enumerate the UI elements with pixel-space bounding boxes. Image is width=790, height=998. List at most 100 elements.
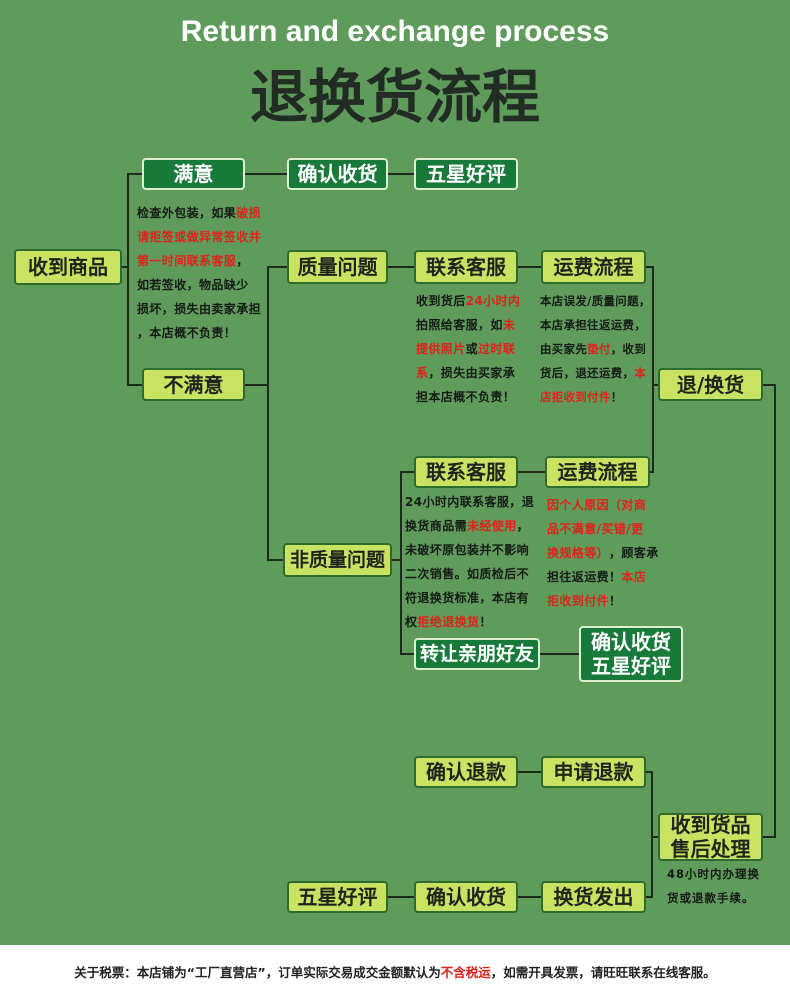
exchange-shipped-node: 换货发出 bbox=[541, 881, 646, 913]
note-line: 换货商品需未经使用， bbox=[405, 514, 534, 538]
note-line: 24小时内联系客服，退 bbox=[405, 490, 534, 514]
shipping-process-node: 运费流程 bbox=[541, 250, 646, 284]
note-line: 48小时内办理换 bbox=[667, 867, 761, 881]
received-goods-node: 收到商品 bbox=[14, 249, 122, 285]
note-text: ！ bbox=[609, 594, 622, 608]
note-text: 提供照片 bbox=[416, 342, 466, 356]
note-line: 担往返运费！本店 bbox=[547, 565, 659, 589]
node-label-line: 售后处理 bbox=[670, 837, 751, 861]
node-label-line: 收到货品 bbox=[670, 813, 751, 837]
note-line: 换规格等），顾客承 bbox=[547, 541, 659, 565]
five-star-review-node: 五星好评 bbox=[414, 158, 518, 190]
note-line: 由买家先垫付，收到 bbox=[540, 337, 651, 361]
quality-shipping-note: 本店误发/质量问题， 本店承担往返运费， 由买家先垫付，收到 货后，退还运费，本… bbox=[540, 289, 651, 409]
note-line: 损坏，损失由卖家承担 bbox=[137, 297, 261, 321]
note-text: 换规格等） bbox=[547, 546, 610, 560]
satisfied-node: 满意 bbox=[142, 158, 245, 190]
return-exchange-node: 退/换货 bbox=[658, 368, 763, 401]
note-text: 垫付 bbox=[587, 342, 611, 356]
note-text: 拒绝退换货 bbox=[417, 615, 480, 629]
note-text: 拍照给客服，如 bbox=[416, 318, 503, 332]
note-line: 如若签收，物品缺少 bbox=[137, 273, 261, 297]
note-line: 未破坏原包装并不影响 bbox=[405, 538, 534, 562]
footer-text: 不含税运 bbox=[440, 965, 491, 980]
note-text: 货后，退还运费， bbox=[540, 366, 635, 380]
note-text: 拒收到付件 bbox=[547, 594, 610, 608]
note-line: 因个人原因（对商 bbox=[547, 493, 659, 517]
page-title-english: Return and exchange process bbox=[180, 15, 610, 48]
note-line: 货或退款手续。 bbox=[667, 891, 755, 905]
note-line: 系，损失由买家承 bbox=[416, 361, 520, 385]
note-text: 二次销售。如质检后不 bbox=[405, 567, 530, 581]
note-text: ！ bbox=[610, 390, 623, 404]
after-sales-node: 收到货品 售后处理 bbox=[658, 813, 763, 861]
note-line: 品不满意/买错/更 bbox=[547, 517, 659, 541]
note-line: 担本店概不负责！ bbox=[416, 385, 520, 409]
satisfied-note: 检查外包装，如果破损 请拒签或做异常签收并 第一时间联系客服， 如若签收，物品缺… bbox=[137, 201, 261, 345]
note-text: 破损 bbox=[236, 206, 262, 220]
note-text: 未破坏原包装并不影响 bbox=[405, 543, 530, 557]
note-text: 店拒收到付件 bbox=[540, 390, 611, 404]
note-line: 本店承担往返运费， bbox=[540, 313, 651, 337]
note-line: 货后，退还运费，本 bbox=[540, 361, 651, 385]
confirm-receipt-node: 确认收货 bbox=[287, 158, 388, 190]
transfer-friends-node: 转让亲朋好友 bbox=[414, 638, 540, 670]
note-line: 第一时间联系客服， bbox=[137, 249, 261, 273]
node-label-line: 五星好评 bbox=[591, 654, 671, 678]
note-text: 本店承担往返运费， bbox=[540, 318, 647, 332]
note-text: ！ bbox=[479, 615, 492, 629]
non-quality-shipping-note: 因个人原因（对商 品不满意/买错/更 换规格等），顾客承 担往返运费！本店 拒收… bbox=[547, 493, 659, 613]
tax-invoice-footer: 关于税票：本店铺为“工厂直营店”，订单实际交易成交金额默认为不含税运，如需开具发… bbox=[0, 945, 790, 998]
non-quality-issue-node: 非质量问题 bbox=[283, 543, 392, 577]
footer-text: ，如需开具发票，请旺旺联系在线客服。 bbox=[490, 965, 716, 980]
apply-refund-node: 申请退款 bbox=[541, 756, 646, 788]
note-line: 店拒收到付件！ bbox=[540, 385, 651, 409]
note-text: 过时联 bbox=[478, 342, 516, 356]
note-text: 未经使用 bbox=[467, 519, 517, 533]
note-text: ，本店概不负责！ bbox=[137, 326, 237, 340]
note-line: 拍照给客服，如未 bbox=[416, 313, 520, 337]
unsatisfied-node: 不满意 bbox=[142, 368, 245, 401]
note-text: 如若签收，物品缺少 bbox=[137, 278, 249, 292]
note-text: 未 bbox=[502, 318, 516, 332]
confirm-receipt-five-star-node: 确认收货 五星好评 bbox=[579, 626, 683, 682]
note-text: 本店误发/质量问题， bbox=[540, 294, 651, 308]
five-star-review-node: 五星好评 bbox=[287, 881, 388, 913]
note-text: 符退换货标准，本店有 bbox=[405, 591, 530, 605]
note-line: ，本店概不负责！ bbox=[137, 321, 261, 345]
footer-text: 关于税票：本店铺为“工厂直营店”，订单实际交易成交金额默认为 bbox=[74, 965, 441, 980]
note-text: 权 bbox=[405, 615, 418, 629]
note-text: 第一时间联系客服 bbox=[137, 254, 237, 268]
note-text: 检查外包装，如果 bbox=[137, 206, 237, 220]
note-text: ，顾客承 bbox=[609, 546, 659, 560]
non-quality-contact-note: 24小时内联系客服，退 换货商品需未经使用， 未破坏原包装并不影响 二次销售。如… bbox=[405, 490, 534, 634]
note-text: ，损失由买家承 bbox=[428, 366, 516, 380]
page-title-chinese: 退换货流程 bbox=[249, 63, 540, 131]
note-line: 提供照片或过时联 bbox=[416, 337, 520, 361]
after-sales-note: 48小时内办理换 货或退款手续。 bbox=[667, 862, 760, 910]
note-text: 担本店概不负责！ bbox=[416, 390, 516, 404]
note-text: 请拒签或做异常签收并 bbox=[137, 230, 262, 244]
note-text: 由买家先 bbox=[540, 342, 588, 356]
note-text: 24小时内联系客服，退 bbox=[405, 495, 535, 509]
note-text: 本 bbox=[634, 366, 647, 380]
note-line: 拒收到付件！ bbox=[547, 589, 659, 613]
note-line: 二次销售。如质检后不 bbox=[405, 562, 534, 586]
contact-service-node: 联系客服 bbox=[414, 250, 518, 284]
quality-issue-node: 质量问题 bbox=[287, 250, 388, 284]
shipping-process-node: 运费流程 bbox=[545, 456, 650, 488]
note-text: ，收到 bbox=[610, 342, 647, 356]
note-text: 本店 bbox=[621, 570, 647, 584]
note-text: 损坏，损失由卖家承担 bbox=[137, 302, 262, 316]
contact-service-node: 联系客服 bbox=[414, 456, 518, 488]
note-text: ， bbox=[236, 254, 249, 268]
note-text: 品不满意/买错/更 bbox=[547, 522, 644, 536]
note-text: ， bbox=[516, 519, 530, 533]
node-label-line: 确认收货 bbox=[591, 630, 671, 654]
note-text: 24小时内 bbox=[465, 294, 521, 308]
note-line: 权拒绝退换货！ bbox=[405, 610, 534, 634]
note-line: 本店误发/质量问题， bbox=[540, 289, 651, 313]
